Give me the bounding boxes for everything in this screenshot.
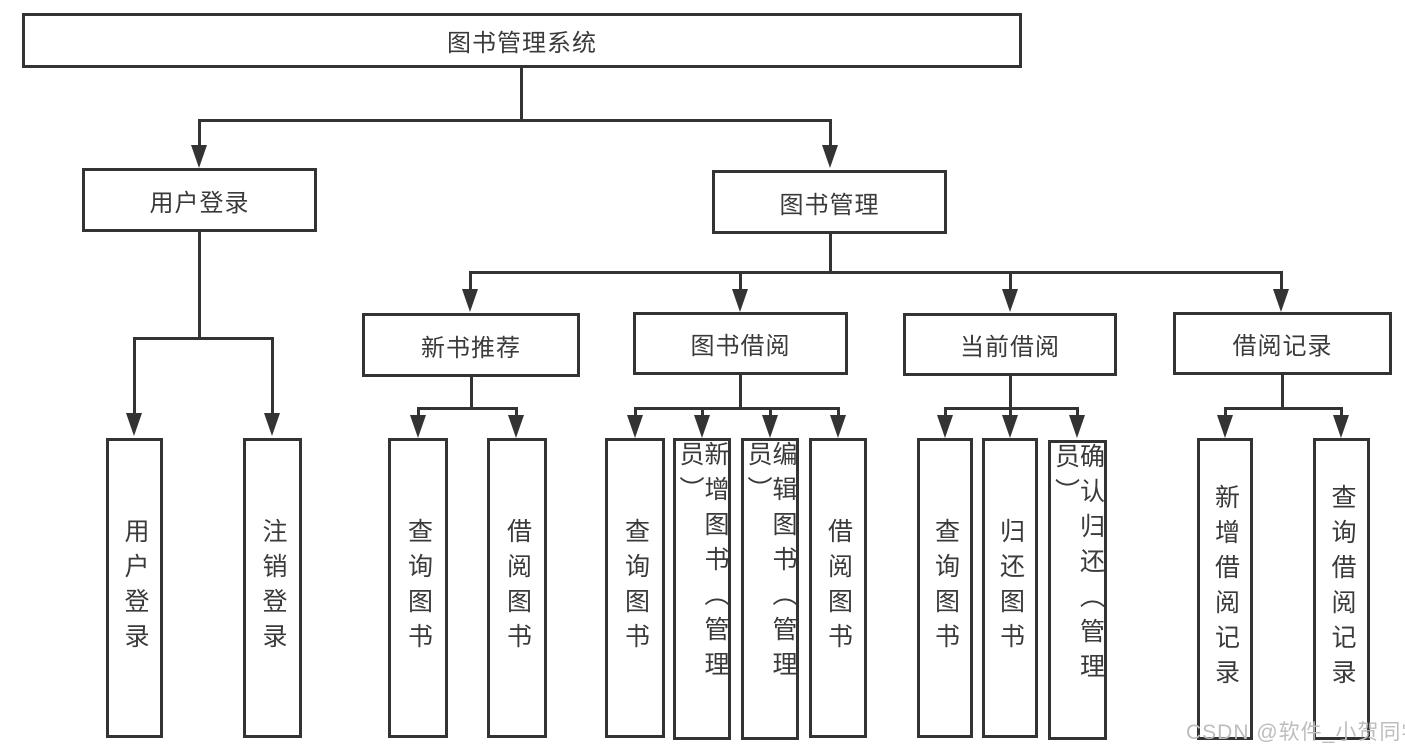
connector-stem [701,407,704,415]
leaf-label: 借阅图书 [503,518,532,658]
node-label: 图书管理系统 [447,30,597,57]
leaf-edit-book-admin: 编辑图书（管理员） [741,438,799,740]
arrow-to-query-books-2 [627,415,643,438]
connector-stem [1224,407,1227,415]
arrow-to-borrow-books-1 [508,415,524,438]
connector-stem-book-borrowing [739,271,742,289]
leaf-user-login: 用户登录 [106,438,163,738]
arrow-to-leaf-logout [264,413,280,436]
leaf-query-borrow-record: 查询借阅记录 [1313,438,1370,740]
connector-borrowing-records-stem [1281,375,1284,407]
arrow-to-add-borrow-record [1217,415,1233,438]
arrow-to-current-borrowing [1002,289,1018,312]
connector-stem [515,407,518,415]
arrow-to-new-book [462,289,478,312]
connector-stem [634,407,637,415]
leaf-return-book: 归还图书 [982,438,1038,738]
connector-book-management-stem [829,234,832,271]
arrow-to-confirm-return [1069,415,1085,438]
leaf-label: 查询借阅记录 [1328,484,1356,694]
leaf-label: 归还图书 [996,518,1025,658]
leaf-borrow-books-2: 借阅图书 [809,438,867,738]
leaf-label: 编辑图书（管理员） [744,441,797,686]
node-label: 图书借阅 [690,333,791,360]
node-label: 用户登录 [149,189,250,217]
arrow-to-leaf-user-login [126,413,142,436]
leaf-label: 用户登录 [121,518,149,658]
connector-stem [1076,407,1079,415]
arrow-to-user-login [191,145,207,168]
connector-book-management-branch [469,271,1283,274]
arrow-to-query-borrow-record [1333,415,1349,438]
node-label: 图书管理 [779,191,880,219]
node-book-management: 图书管理 [712,170,947,234]
connector-stem-borrowing-records [1280,271,1283,289]
connector-stem [1009,407,1012,415]
arrow-to-query-books-3 [937,415,953,438]
leaf-logout: 注销登录 [243,438,302,738]
arrow-to-query-books-1 [410,415,426,438]
arrow-to-book-management [822,145,838,168]
connector-stem [769,407,772,415]
csdn-watermark: CSDN @软件_小贺同学 [1186,721,1405,744]
connector-stem-leaf-user-login [133,337,136,413]
connector-stem [944,407,947,415]
connector-borrowing-records-branch [1224,407,1342,410]
arrow-to-borrow-books-2 [830,415,846,438]
connector-book-borrowing-stem [739,375,742,407]
connector-root-branch [198,119,832,122]
leaf-label: 确认归还（管理员） [1051,443,1105,688]
connector-new-book-stem [470,377,473,407]
leaf-query-books-3: 查询图书 [917,438,973,738]
arrow-to-borrowing-records [1273,289,1289,312]
connector-stem-book-management [829,119,832,145]
connector-root-stem [520,68,523,119]
connector-stem-user-login [198,119,201,145]
node-user-login: 用户登录 [82,168,317,232]
leaf-add-book-admin: 新增图书（管理员） [673,438,731,740]
node-label: 当前借阅 [960,334,1060,361]
leaf-label: 注销登录 [259,518,287,658]
connector-current-borrowing-stem [1009,376,1012,407]
leaf-label: 查询图书 [621,518,650,658]
node-book-borrowing: 图书借阅 [633,312,848,375]
leaf-add-borrow-record: 新增借阅记录 [1197,438,1253,740]
node-label: 借阅记录 [1232,333,1333,360]
node-borrowing-records: 借阅记录 [1173,312,1392,375]
connector-book-borrowing-branch [634,407,838,410]
node-new-book-recommend: 新书推荐 [362,313,580,377]
arrow-to-book-borrowing [732,289,748,312]
connector-user-login-branch [133,337,274,340]
leaf-label: 借阅图书 [824,518,853,658]
arrow-to-edit-book [762,415,778,438]
leaf-confirm-return-admin: 确认归还（管理员） [1048,440,1107,740]
node-label: 新书推荐 [421,334,521,362]
connector-stem [417,407,420,415]
connector-stem-current-borrowing [1009,271,1012,289]
node-root-system: 图书管理系统 [22,13,1022,68]
leaf-label: 新增图书（管理员） [676,441,729,686]
arrow-to-add-book [694,415,710,438]
connector-stem [1340,407,1343,415]
connector-stem-leaf-logout [271,337,274,413]
connector-user-login-stem [198,232,201,337]
leaf-label: 新增借阅记录 [1211,484,1240,694]
leaf-borrow-books-1: 借阅图书 [487,438,547,738]
connector-new-book-branch [417,407,516,410]
connector-stem-new-book [469,271,472,289]
leaf-query-books-2: 查询图书 [605,438,665,738]
arrow-to-return-book [1002,415,1018,438]
leaf-label: 查询图书 [404,518,433,658]
leaf-query-books-1: 查询图书 [388,438,448,738]
node-current-borrowing: 当前借阅 [903,313,1117,376]
connector-stem [837,407,840,415]
leaf-label: 查询图书 [931,518,960,658]
